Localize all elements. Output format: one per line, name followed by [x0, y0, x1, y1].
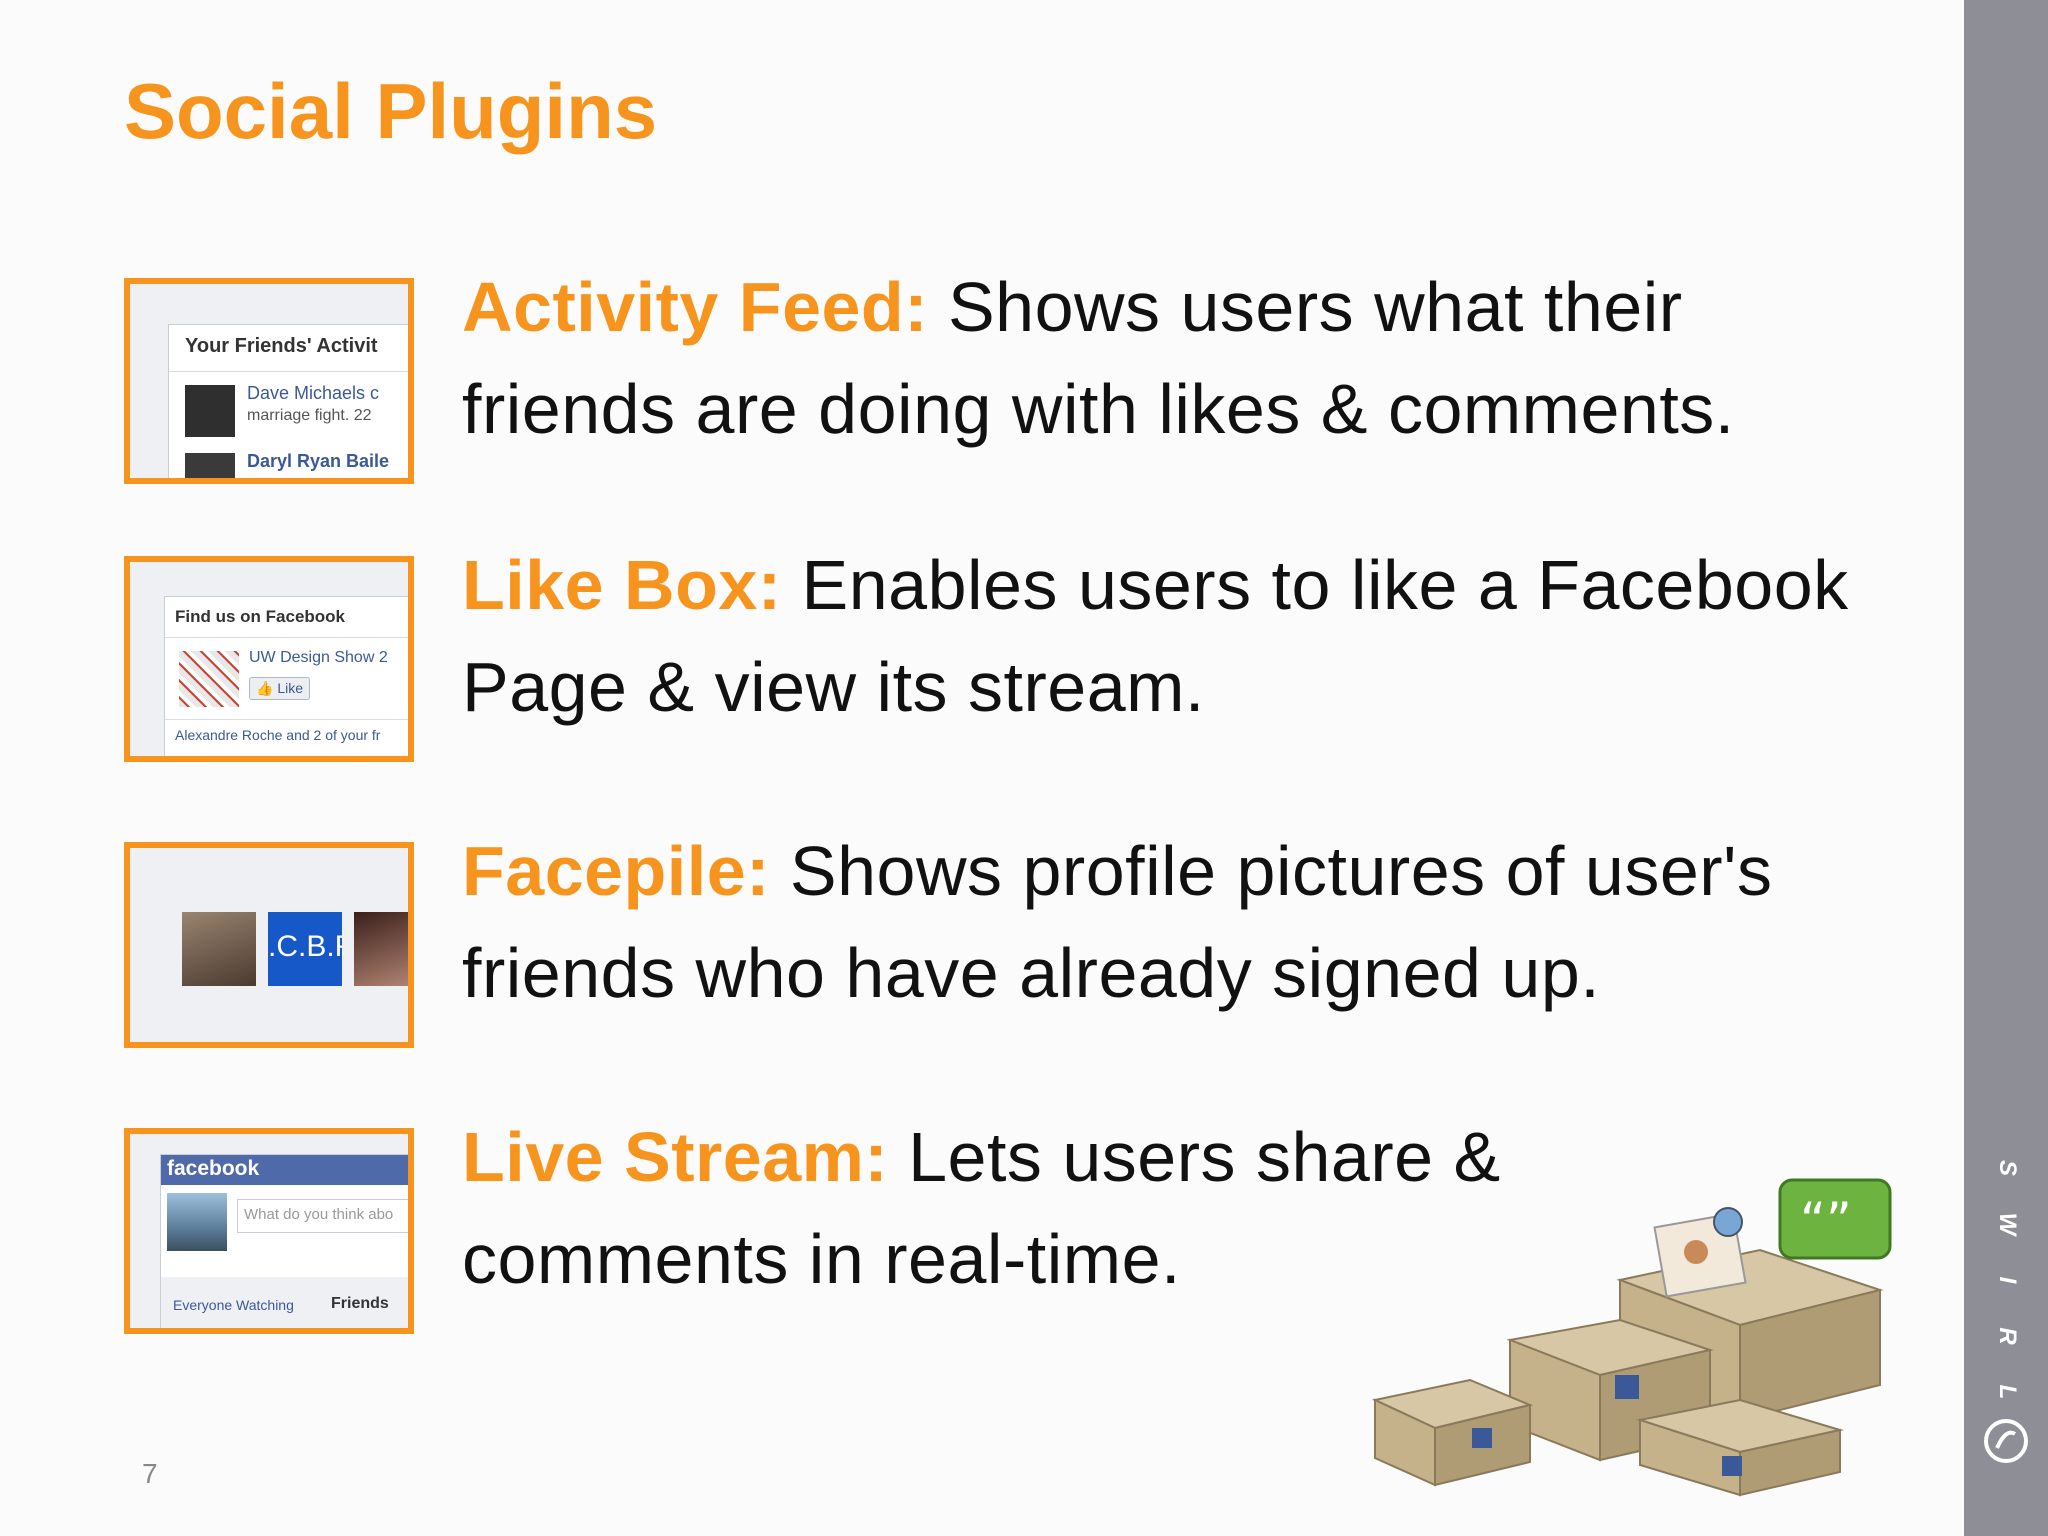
- tab-friends[interactable]: Friends: [331, 1295, 389, 1312]
- activity-feed-panel: Your Friends' Activit Dave Michaels c ma…: [168, 324, 408, 478]
- brand-sidebar: [1964, 0, 2048, 1536]
- live-stream-panel: facebook What do you think abo Everyone …: [160, 1154, 408, 1328]
- brand-letter: S: [1994, 1159, 2021, 1176]
- facepile-description: Facepile: Shows profile pictures of user…: [462, 820, 1902, 1024]
- divider: [165, 637, 408, 638]
- boxes-illustration: “”: [1371, 1178, 1892, 1497]
- like-box-panel: Find us on Facebook UW Design Show 2 👍 L…: [164, 596, 408, 756]
- profile-picture: [354, 912, 408, 986]
- page-thumbnail: [179, 651, 239, 707]
- box-icon: [1636, 1398, 1844, 1497]
- divider: [169, 371, 408, 372]
- tab-everyone-watching[interactable]: Everyone Watching: [173, 1297, 294, 1313]
- comment-input[interactable]: What do you think abo: [237, 1199, 408, 1233]
- like-box-description: Like Box: Enables users to like a Facebo…: [462, 534, 1902, 738]
- speech-bubble-icon: “”: [1778, 1178, 1892, 1260]
- like-button[interactable]: 👍 Like: [249, 677, 311, 700]
- brand-letter: W: [1994, 1212, 2021, 1236]
- activity-entry-text: marriage fight. 22: [247, 407, 372, 424]
- activity-feed-thumbnail: Your Friends' Activit Dave Michaels c ma…: [124, 278, 414, 484]
- profile-picture: [182, 912, 256, 986]
- box-icon: [1371, 1378, 1534, 1487]
- live-stream-term: Live Stream:: [462, 1118, 889, 1196]
- like-box-term: Like Box:: [462, 546, 782, 624]
- activity-feed-term: Activity Feed:: [462, 268, 928, 346]
- brand-logo-icon: [1984, 1419, 2028, 1463]
- slide: Social Plugins Your Friends' Activit Dav…: [124, 67, 1902, 1497]
- activity-entry-name: Dave Michaels c: [247, 383, 380, 403]
- live-stream-description: Live Stream: Lets users share & comments…: [462, 1106, 1562, 1310]
- brand-letter: R: [1994, 1327, 2021, 1345]
- friend-avatar: [185, 453, 235, 478]
- like-box-footer: Alexandre Roche and 2 of your fr: [175, 727, 381, 743]
- facepile-term: Facepile:: [462, 832, 770, 910]
- like-box-header: Find us on Facebook: [175, 607, 346, 626]
- friend-avatar: [185, 385, 235, 437]
- activity-entry-name: Daryl Ryan Baile: [247, 451, 390, 471]
- profile-picture: .C.B.F: [268, 912, 342, 986]
- facepile-text: Shows profile pictures of user's friends…: [462, 832, 1773, 1012]
- facepile-thumbnail: .C.B.F: [124, 842, 414, 1048]
- user-avatar: [167, 1193, 227, 1251]
- live-stream-thumbnail: facebook What do you think abo Everyone …: [124, 1128, 414, 1334]
- comment-input-placeholder: What do you think abo: [244, 1206, 394, 1223]
- pin-icon: [1713, 1207, 1743, 1237]
- divider: [165, 719, 408, 720]
- box-icon: [1506, 1318, 1714, 1462]
- activity-feed-description: Activity Feed: Shows users what their fr…: [462, 256, 1902, 460]
- thumbs-up-icon: 👍: [256, 680, 274, 696]
- tab-bar: Everyone Watching Friends: [161, 1277, 408, 1328]
- brand-wordmark: S W I R L: [1992, 1140, 2022, 1420]
- facebook-header-bar: facebook: [161, 1155, 408, 1185]
- facebook-logo: facebook: [167, 1157, 260, 1180]
- activity-feed-text: Shows users what their friends are doing…: [462, 268, 1735, 448]
- activity-feed-header: Your Friends' Activit: [185, 335, 378, 357]
- like-box-thumbnail: Find us on Facebook UW Design Show 2 👍 L…: [124, 556, 414, 762]
- svg-text:“”: “”: [1800, 1192, 1852, 1250]
- brand-letter: L: [1994, 1384, 2021, 1400]
- live-stream-text: Lets users share & comments in real-time…: [462, 1118, 1501, 1298]
- profile-picture-text: .C.B.F: [268, 930, 342, 963]
- brand-letter: I: [1994, 1276, 2021, 1284]
- like-box-page-name: UW Design Show 2: [249, 649, 388, 666]
- like-box-text: Enables users to like a Facebook Page & …: [462, 546, 1849, 726]
- page-number: 7: [142, 1458, 158, 1489]
- like-button-label: Like: [277, 680, 304, 696]
- slide-title: Social Plugins: [124, 67, 658, 155]
